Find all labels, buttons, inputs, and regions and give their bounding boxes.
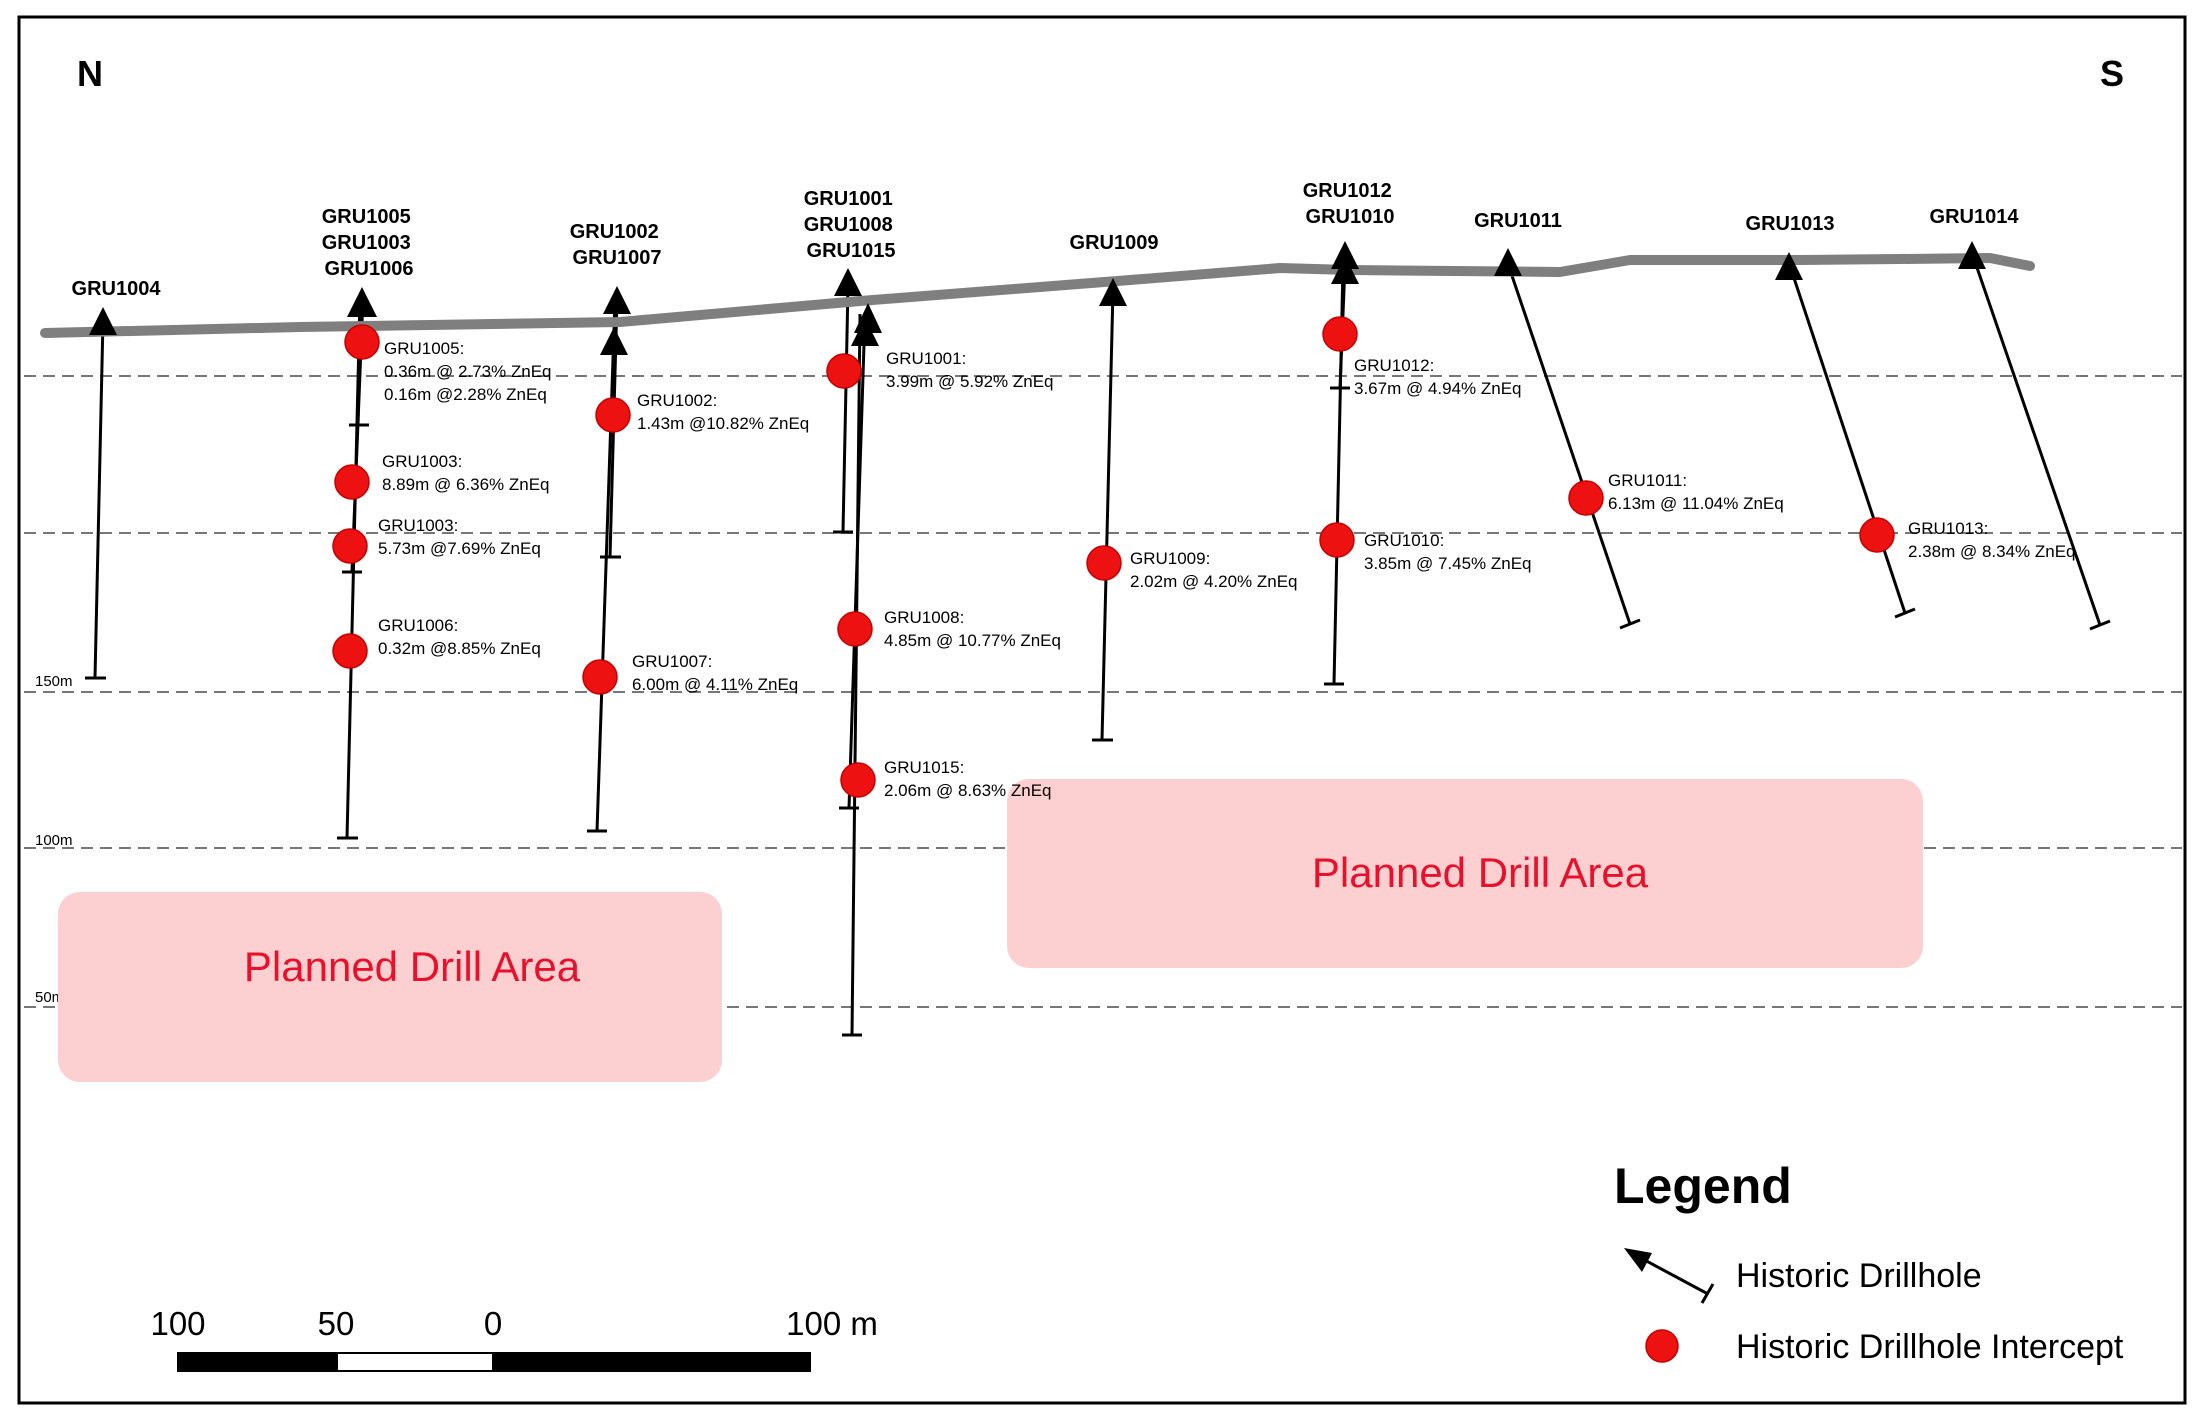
- planned-drill-area-right: [1007, 779, 1923, 968]
- drillhole-gru1006: [345, 297, 362, 839]
- intercept-label-gru1007: GRU1007: 6.00m @ 4.11% ZnEq: [632, 652, 798, 694]
- collar-markers: [89, 241, 1986, 355]
- collar-triangle-gru1002: [603, 286, 631, 314]
- intercept-dot-gru1006: [332, 633, 368, 669]
- collar-triangle-gru1001: [834, 268, 862, 296]
- collar-label-gru1002: GRU1002 GRU1007: [570, 221, 665, 269]
- collar-triangle-gru1009: [1099, 278, 1127, 306]
- collar-triangle-gru1011: [1494, 248, 1522, 276]
- scale-label-0: 0: [484, 1305, 502, 1342]
- planned-drill-area-right-label: Planned Drill Area: [1312, 849, 1649, 896]
- drillhole-gru1004: [93, 319, 105, 679]
- legend-title: Legend: [1614, 1158, 1792, 1214]
- intercept-dot-gru1007: [582, 659, 618, 695]
- scale-label-50: 50: [318, 1305, 355, 1342]
- drillhole-gru1007: [595, 299, 617, 832]
- collar-triangle-gru1004: [89, 307, 117, 335]
- intercept-label-gru1003-a: GRU1003: 8.89m @ 6.36% ZnEq: [382, 452, 550, 494]
- intercept-dot-gru1002: [595, 397, 631, 433]
- intercept-dot-gru1005: [344, 324, 380, 360]
- elevation-label-150: 150m: [35, 673, 73, 690]
- collar-label-gru1011: GRU1011: [1474, 210, 1562, 232]
- legend: Legend Historic Drillhole Historic Drill…: [1614, 1158, 2124, 1366]
- collar-triangle-gru1015: [851, 318, 879, 346]
- collar-labels: GRU1004 GRU1005 GRU1003 GRU1006 GRU1002 …: [72, 180, 2020, 300]
- intercept-dot-icon: [1645, 1329, 1679, 1363]
- collar-label-gru1005: GRU1005 GRU1003 GRU1006: [322, 206, 417, 280]
- intercept-dot-gru1001: [826, 353, 862, 389]
- collar-triangle-gru1008: [854, 303, 882, 333]
- intercept-label-gru1008: GRU1008: 4.85m @ 10.77% ZnEq: [884, 608, 1061, 650]
- collar-triangle-gru1013: [1775, 252, 1803, 280]
- intercept-label-gru1011: GRU1011: 6.13m @ 11.04% ZnEq: [1608, 471, 1784, 513]
- intercept-label-gru1012: GRU1012: 3.67m @ 4.94% ZnEq: [1354, 356, 1522, 398]
- scale-bar-segment-2: [336, 1352, 494, 1372]
- intercept-label-gru1002: GRU1002: 1.43m @10.82% ZnEq: [637, 391, 809, 433]
- collar-label-gru1004: GRU1004: [72, 278, 162, 300]
- intercept-dot-gru1003-b: [332, 528, 368, 564]
- intercept-dot-gru1009: [1086, 545, 1122, 581]
- scale-label-100: 100: [150, 1305, 205, 1342]
- intercept-dot-gru1010: [1319, 522, 1355, 558]
- drillhole-gru1015: [850, 313, 862, 1036]
- scale-bar-segment-1: [177, 1352, 338, 1372]
- intercept-dot-gru1003-a: [334, 464, 370, 500]
- intercept-label-gru1009: GRU1009: 2.02m @ 4.20% ZnEq: [1130, 549, 1298, 591]
- intercept-label-gru1015: GRU1015: 2.06m @ 8.63% ZnEq: [884, 758, 1052, 800]
- south-label: S: [2100, 53, 2124, 94]
- intercept-dot-gru1015: [840, 762, 876, 798]
- intercept-dot-gru1008: [837, 611, 873, 647]
- collar-triangle-gru1007: [600, 327, 628, 355]
- intercept-dots: [332, 316, 1895, 798]
- collar-label-gru1012: GRU1012 GRU1010: [1303, 180, 1398, 228]
- intercept-label-gru1006: GRU1006: 0.32m @8.85% ZnEq: [378, 616, 541, 658]
- legend-item-historic-drillhole: Historic Drillhole: [1736, 1257, 1982, 1295]
- collar-label-gru1001: GRU1001 GRU1008 GRU1015: [804, 188, 899, 262]
- intercept-label-gru1010: GRU1010: 3.85m @ 7.45% ZnEq: [1364, 531, 1532, 573]
- drillhole-gru1001: [841, 285, 850, 533]
- drillhole-gru1014: [1971, 255, 2102, 626]
- intercept-label-gru1001: GRU1001: 3.99m @ 5.92% ZnEq: [886, 349, 1054, 391]
- north-label: N: [77, 53, 103, 94]
- elevation-label-100: 100m: [35, 832, 73, 849]
- elevation-label-50: 50m: [35, 989, 64, 1006]
- drillhole-gru1011: [1506, 263, 1632, 625]
- intercept-label-gru1013: GRU1013: 2.38m @ 8.34% ZnEq: [1908, 519, 2076, 561]
- intercept-dot-gru1013: [1859, 517, 1895, 553]
- collar-label-gru1009: GRU1009: [1070, 232, 1159, 254]
- planned-drill-area-left: [58, 892, 722, 1082]
- collar-triangle-gru1005: [347, 287, 377, 317]
- collar-triangle-gru1010: [1331, 256, 1359, 284]
- drillhole-gru1009: [1100, 289, 1115, 741]
- collar-label-gru1013: GRU1013: [1746, 213, 1835, 235]
- scale-label-100m: 100 m: [786, 1305, 878, 1342]
- scale-bar-segment-3: [492, 1352, 811, 1372]
- intercept-label-gru1003-b: GRU1003: 5.73m @7.69% ZnEq: [378, 516, 541, 558]
- intercept-dot-gru1011: [1568, 480, 1604, 516]
- drillhole-arrow-icon: [1624, 1248, 1715, 1304]
- intercept-labels: GRU1005: 0.36m @ 2.73% ZnEq 0.16m @2.28%…: [378, 339, 2076, 800]
- collar-triangle-gru1012: [1331, 241, 1359, 269]
- drillhole-gru1013: [1788, 265, 1907, 614]
- intercept-dot-gru1012: [1322, 316, 1358, 352]
- collar-label-gru1014: GRU1014: [1930, 206, 2020, 228]
- intercept-label-gru1005: GRU1005: 0.36m @ 2.73% ZnEq 0.16m @2.28%…: [384, 339, 556, 404]
- scale-bar: 100 50 0 100 m: [150, 1305, 878, 1372]
- planned-drill-area-left-label: Planned Drill Area: [244, 943, 581, 990]
- collar-triangle-gru1014: [1958, 241, 1986, 269]
- legend-item-historic-intercept: Historic Drillhole Intercept: [1736, 1328, 2124, 1366]
